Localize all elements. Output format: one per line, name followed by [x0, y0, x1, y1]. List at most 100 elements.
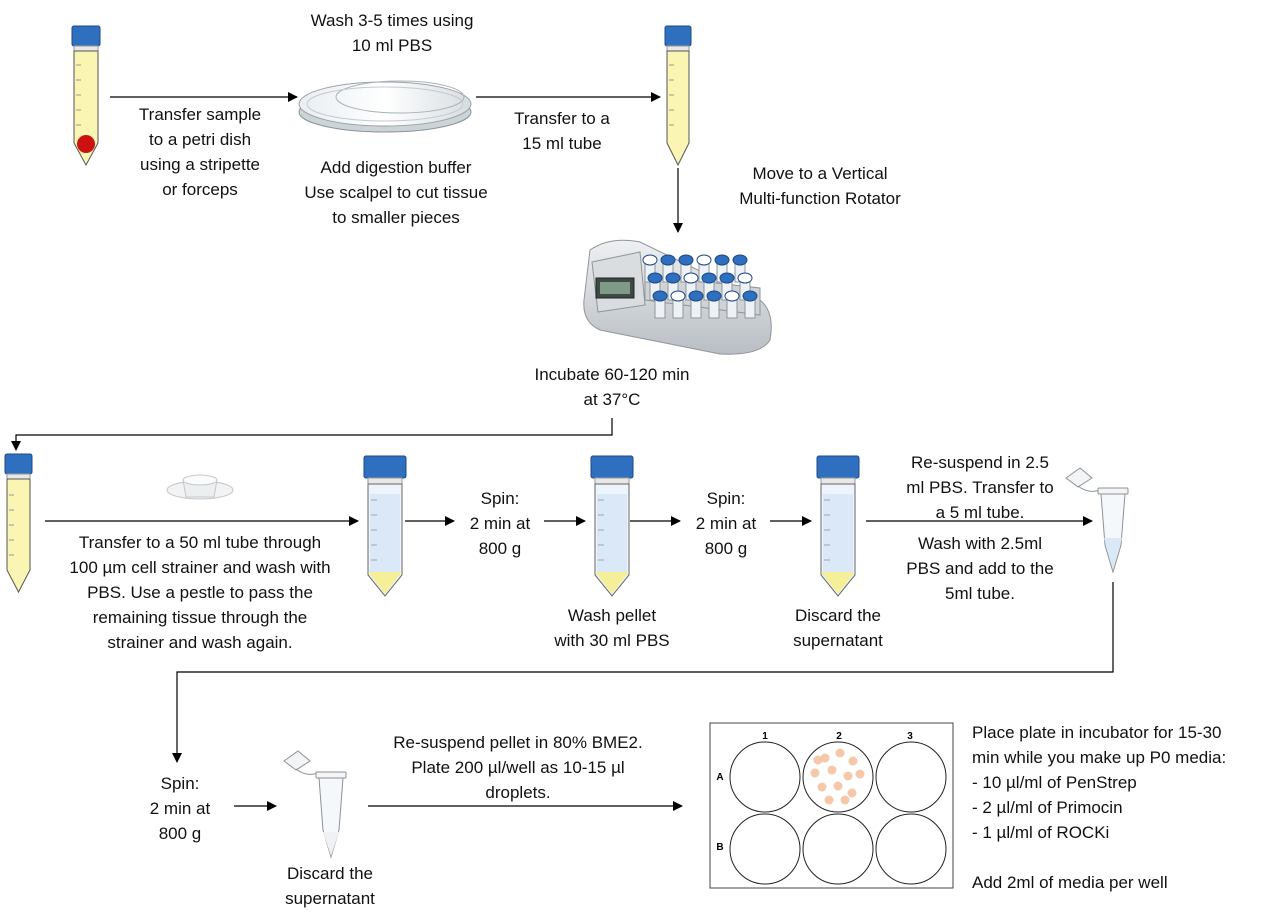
- droplets: [810, 748, 865, 805]
- rotator-tube-cap-icon: [652, 290, 668, 302]
- droplet-icon: [824, 795, 834, 805]
- step-resuspend-pbs: Re-suspend in 2.5 ml PBS. Transfer to a …: [880, 450, 1080, 525]
- step-text: Discard the: [795, 606, 881, 625]
- plate-row-b-label: B: [716, 842, 723, 853]
- rotator-tube-cap-icon: [670, 290, 686, 302]
- step-text: Add digestion buffer: [320, 158, 472, 177]
- step-text: Place plate in incubator for 15-30: [972, 723, 1222, 742]
- step-text: 15 ml tube: [522, 134, 602, 153]
- step-strainer: Transfer to a 50 ml tube through 100 µm …: [45, 530, 355, 655]
- rotator-tube-cap-icon: [737, 272, 753, 284]
- droplet-icon: [833, 781, 843, 791]
- rotator-tube-cap-icon: [642, 254, 658, 266]
- droplet-icon: [855, 769, 865, 779]
- well-b3: [875, 813, 947, 885]
- step-incubate: Incubate 60-120 min at 37°C: [512, 362, 712, 412]
- step-text: 2 min at: [469, 514, 531, 533]
- step-text: Transfer sample: [138, 105, 262, 124]
- pellet-tube-icon: [283, 750, 347, 859]
- rotator-tube-cap-icon: [647, 272, 663, 284]
- step-text: Add 2ml of media per well: [972, 873, 1168, 892]
- step-text: to a petri dish: [148, 130, 252, 149]
- step-transfer-petri: Transfer sample to a petri dish using a …: [110, 102, 290, 202]
- rotator-tube-cap-icon: [724, 290, 740, 302]
- step-text: Spin:: [160, 774, 200, 793]
- rotator-tube-cap-icon: [665, 272, 681, 284]
- petri-dish-icon: [298, 80, 472, 133]
- step-text: droplets.: [485, 783, 551, 802]
- rotator-tube-cap-icon: [696, 254, 712, 266]
- 15ml-tube-icon: [664, 25, 692, 167]
- well-a3: [875, 741, 947, 813]
- step-text: supernatant: [793, 631, 883, 650]
- step-text: 800 g: [704, 539, 748, 558]
- step-transfer-15ml: Transfer to a 15 ml tube: [492, 106, 632, 156]
- step-text: Wash with 2.5ml: [917, 534, 1043, 553]
- step-wash-petri: Wash 3-5 times using 10 ml PBS: [292, 8, 492, 58]
- droplet-icon: [820, 753, 830, 763]
- media-item: - 10 µl/ml of PenStrep: [972, 773, 1137, 792]
- step-bme2: Re-suspend pellet in 80% BME2. Plate 200…: [368, 730, 668, 805]
- media-item: - 2 µl/ml of Primocin: [972, 798, 1123, 817]
- step-spin-3: Spin: 2 min at 800 g: [135, 771, 225, 846]
- rotator-tube-cap-icon: [683, 272, 699, 284]
- step-text: 100 µm cell strainer and wash with: [69, 558, 331, 577]
- step-incubator-media: Place plate in incubator for 15-30 min w…: [972, 720, 1267, 895]
- step-discard-2: Discard the supernatant: [260, 861, 400, 911]
- droplet-icon: [827, 765, 837, 775]
- step-text: Transfer to a 50 ml tube through: [78, 533, 322, 552]
- droplet-icon: [847, 788, 857, 798]
- well-a1: [729, 741, 801, 813]
- plate-column-3-label: 3: [907, 731, 913, 742]
- spacer: [972, 845, 1267, 870]
- rotator-tube-cap-icon: [706, 290, 722, 302]
- rotator-tube-cap-icon: [732, 254, 748, 266]
- step-discard-1: Discard the supernatant: [768, 603, 908, 653]
- step-spin-2: Spin: 2 min at 800 g: [681, 486, 771, 561]
- step-text: remaining tissue through the: [92, 608, 308, 627]
- step-text: PBS and add to the: [906, 559, 1054, 578]
- droplet-icon: [835, 748, 845, 758]
- arrow-5ml-to-row3: [172, 582, 1114, 763]
- droplet-icon: [840, 795, 850, 805]
- step-text: Use scalpel to cut tissue: [304, 183, 488, 202]
- step-text: to smaller pieces: [332, 208, 460, 227]
- step-text: supernatant: [285, 889, 375, 908]
- rotator-device-icon: [583, 239, 772, 355]
- rotator-tube-cap-icon: [660, 254, 676, 266]
- step-text: min while you make up P0 media:: [972, 748, 1227, 767]
- step-wash-2-5ml: Wash with 2.5ml PBS and add to the 5ml t…: [880, 531, 1080, 606]
- step-text: Discard the: [287, 864, 373, 883]
- plate-row-a-label: A: [716, 772, 723, 783]
- rotator-tube-cap-icon: [678, 254, 694, 266]
- rotator-tube-cap-icon: [742, 290, 758, 302]
- step-text: strainer and wash again.: [107, 633, 293, 652]
- well-b1: [729, 813, 801, 885]
- 50ml-tube-2-icon: [590, 455, 634, 597]
- 50ml-tube-3-icon: [816, 455, 860, 597]
- step-text: Multi-function Rotator: [739, 189, 901, 208]
- step-text: 5ml tube.: [945, 584, 1015, 603]
- rotator-tube-cap-icon: [714, 254, 730, 266]
- well-b2: [802, 813, 874, 885]
- step-text: ml PBS. Transfer to: [906, 478, 1054, 497]
- step-text: Wash 3-5 times using: [310, 11, 474, 30]
- step-text: 800 g: [478, 539, 522, 558]
- sample-tube-icon: [71, 25, 101, 167]
- cell-strainer-icon: [166, 474, 234, 500]
- step-text: 2 min at: [149, 799, 211, 818]
- droplet-icon: [843, 771, 853, 781]
- droplet-icon: [848, 756, 858, 766]
- step-text: 800 g: [158, 824, 202, 843]
- step-text: Transfer to a: [514, 109, 610, 128]
- step-text: Spin:: [706, 489, 746, 508]
- step-text: 10 ml PBS: [351, 36, 433, 55]
- rotator-tube-cap-icon: [688, 290, 704, 302]
- 5ml-tube-icon: [1065, 467, 1129, 574]
- six-well-plate: 1 2 3 A B: [709, 722, 954, 889]
- step-text: 2 min at: [695, 514, 757, 533]
- step-text: Re-suspend in 2.5: [911, 453, 1049, 472]
- rotator-tube-cap-icon: [701, 272, 717, 284]
- step-wash-pellet: Wash pellet with 30 ml PBS: [532, 603, 692, 653]
- step-text: a 5 ml tube.: [935, 503, 1025, 522]
